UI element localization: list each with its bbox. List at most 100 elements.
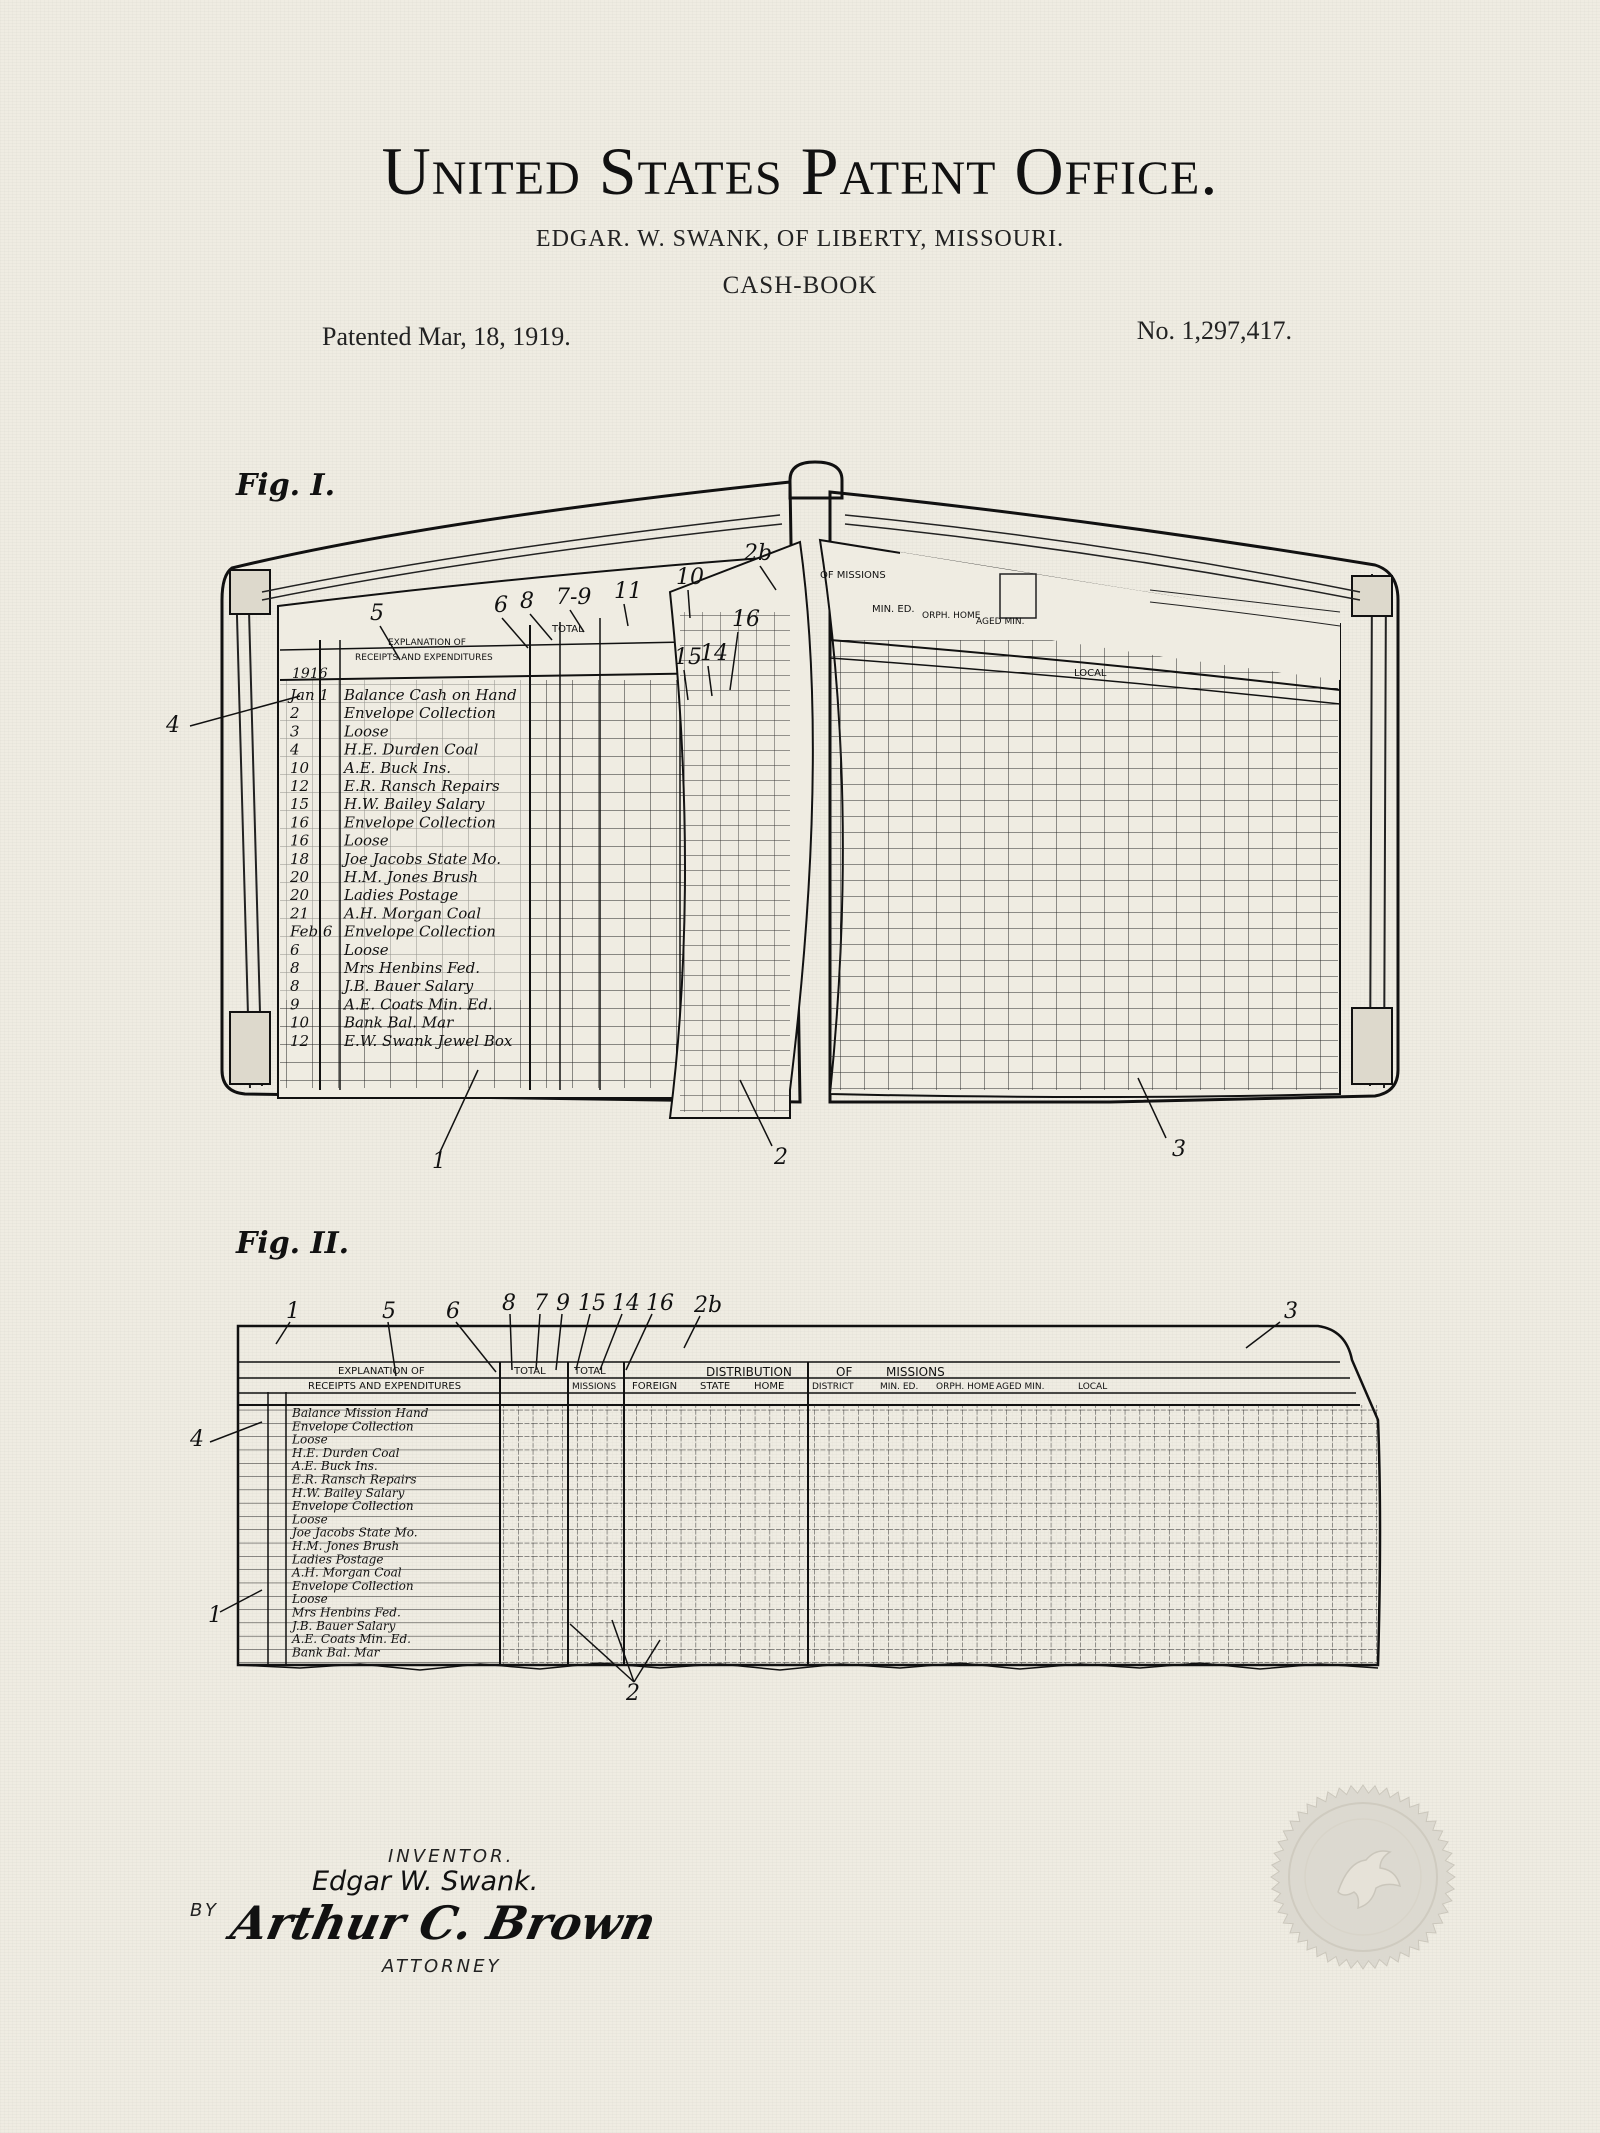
- fig1-ref-3: 3: [1172, 1137, 1186, 1162]
- fig2-label: Fig. II.: [236, 1226, 350, 1261]
- fig1-heading-missions: OF MISSIONS: [820, 570, 886, 581]
- fig1-year: 1916: [292, 666, 328, 682]
- fig1-ref-8: 8: [520, 589, 534, 614]
- fig1-ref-2b: 2b: [743, 541, 772, 566]
- fig1-ref-6: 6: [494, 593, 508, 618]
- fig1-entry-text: Mrs Henbins Fed.: [343, 959, 480, 977]
- fig1-entry-text: A.H. Morgan Coal: [342, 904, 481, 922]
- fig2-ref-8: 8: [502, 1291, 516, 1316]
- fig1-entry-date: 16: [290, 813, 310, 831]
- inventor-name: Edgar W. Swank.: [312, 1866, 539, 1897]
- fig1-entry-date: 12: [290, 777, 309, 795]
- fig2-ref-6: 6: [446, 1299, 460, 1324]
- patent-subject: CASH-BOOK: [722, 272, 878, 299]
- fig1-entry-date: 20: [289, 886, 310, 904]
- fig1-entry-text: Ladies Postage: [343, 886, 458, 904]
- fig2-entry-text: A.H. Morgan Coal: [291, 1566, 402, 1580]
- fig2-entry-text: H.W. Bailey Salary: [291, 1486, 405, 1500]
- fig2-grid-body: [500, 1405, 1378, 1665]
- fig1-ref-7-9: 7-9: [556, 585, 591, 610]
- fig1-ref-10: 10: [676, 565, 704, 590]
- fig2-entry-text: A.E. Buck Ins.: [291, 1459, 378, 1473]
- eagle-seal-icon: [1270, 1784, 1456, 1970]
- fig2-ref-16: 16: [646, 1291, 674, 1316]
- fig1-entry-date: 8: [290, 959, 300, 977]
- fig2-ref-5: 5: [382, 1299, 396, 1324]
- patent-date: Patented Mar, 18, 1919.: [322, 322, 571, 351]
- fig1-entry-date: 16: [290, 832, 310, 850]
- fig2-heading-total-1: TOTAL: [513, 1366, 546, 1377]
- fig2-heading-explanation: EXPLANATION OF: [338, 1366, 425, 1377]
- fig1-heading-receipts: RECEIPTS AND EXPENDITURES: [355, 653, 493, 663]
- attorney-label: ATTORNEY: [382, 1956, 502, 1977]
- fig2-ref-9: 9: [556, 1291, 570, 1316]
- fig2-sub-orph: ORPH. HOME: [936, 1382, 995, 1392]
- fig2-sub-home: HOME: [754, 1381, 784, 1392]
- fig2-ledger-spread: EXPLANATION OF TOTAL TOTAL DISTRIBUTION …: [189, 1291, 1382, 1706]
- fig1-ref-4: 4: [165, 713, 180, 738]
- fig1-heading-aged: AGED MIN.: [976, 617, 1024, 627]
- fig2-ref-14: 14: [612, 1291, 640, 1316]
- fig2-entry-text: H.M. Jones Brush: [291, 1539, 399, 1553]
- fig1-spine-ring: [788, 460, 844, 500]
- fig1-entry-text: E.W. Swank Jewel Box: [343, 1032, 513, 1050]
- inventor-line: EDGAR. W. SWANK, OF LIBERTY, MISSOURI.: [535, 226, 1065, 252]
- fig1-entry-text: E.R. Ransch Repairs: [343, 777, 500, 795]
- fig1-book-cover-right: [828, 490, 1400, 1104]
- fig1-entry-date: 20: [289, 868, 310, 886]
- fig1-entry-date: Feb 6: [289, 923, 333, 941]
- fig2-entry-text: H.E. Durden Coal: [291, 1446, 400, 1460]
- fig1-entry-text: A.E. Coats Min. Ed.: [342, 995, 493, 1013]
- fig1-ref-11: 11: [614, 579, 642, 604]
- fig1-ref-15: 15: [674, 645, 702, 670]
- fig1-entry-date: 2: [289, 704, 300, 722]
- fig1-entry-text: A.E. Buck Ins.: [342, 759, 451, 777]
- fig2-sub-foreign: FOREIGN: [632, 1381, 677, 1392]
- fig2-entry-text: Loose: [291, 1433, 328, 1447]
- fig2-ref-3: 3: [1284, 1299, 1298, 1324]
- fig2-ref-2: 2: [625, 1681, 640, 1706]
- fig1-entry-text: H.M. Jones Brush: [343, 868, 478, 886]
- fig2-entry-text: Loose: [291, 1592, 328, 1606]
- fig2-ref-15: 15: [578, 1291, 606, 1316]
- fig2-ref-1: 1: [286, 1299, 300, 1324]
- fig2-ref-7: 7: [534, 1291, 548, 1316]
- fig1-heading-orph: ORPH. HOME: [922, 611, 981, 621]
- fig1-entry-date: 18: [290, 850, 309, 868]
- fig2-ref-2b: 2b: [693, 1293, 722, 1318]
- fig1-entry-text: Balance Cash on Hand: [343, 686, 517, 704]
- fig1-entry-date: 3: [290, 722, 300, 740]
- fig1-entry-text: Loose: [343, 832, 389, 850]
- fig1-entry-text: H.E. Durden Coal: [343, 741, 479, 759]
- fig1-entry-date: 4: [289, 741, 300, 759]
- fig1-entry-date: 10: [290, 1014, 310, 1032]
- fig2-entry-text: A.E. Coats Min. Ed.: [291, 1632, 411, 1646]
- fig2-sub-aged: AGED MIN.: [996, 1382, 1044, 1392]
- fig1-ref-16: 16: [732, 607, 760, 632]
- fig1-entry-date: 10: [290, 759, 310, 777]
- fig2-entry-text: Joe Jacobs State Mo.: [289, 1526, 418, 1540]
- fig1-entry-text: Envelope Collection: [343, 923, 496, 941]
- fig1-entry-text: Loose: [343, 941, 389, 959]
- fig1-entry-date: 8: [290, 977, 300, 995]
- fig2-entry-text: Bank Bal. Mar: [291, 1645, 381, 1659]
- fig1-entry-text: H.W. Bailey Salary: [343, 795, 485, 813]
- fig1-entry-text: Envelope Collection: [343, 813, 496, 831]
- fig1-label: Fig. I.: [236, 468, 336, 503]
- by-label: BY: [190, 1900, 220, 1921]
- fig1-entry-date: 9: [290, 995, 300, 1013]
- fig1-ref-1: 1: [432, 1149, 446, 1174]
- fig1-entry-date: 12: [290, 1032, 309, 1050]
- fig1-right-page-grid: [830, 640, 1338, 1090]
- fig2-heading-distribution: DISTRIBUTION: [706, 1365, 792, 1379]
- fig1-entry-text: Loose: [343, 722, 389, 740]
- fig2-sub-receipts: RECEIPTS AND EXPENDITURES: [308, 1381, 461, 1392]
- fig2-ledger-outline: [236, 1324, 1382, 1667]
- fig1-heading-mined: MIN. ED.: [872, 604, 915, 615]
- fig1-ref-5: 5: [370, 601, 384, 626]
- fig2-sub-state: STATE: [700, 1381, 730, 1392]
- attorney-signature: Arthur C. Brown: [226, 1896, 661, 1950]
- fig2-heading-total-2: TOTAL: [573, 1366, 606, 1377]
- fig2-sub-district: DISTRICT: [812, 1382, 854, 1392]
